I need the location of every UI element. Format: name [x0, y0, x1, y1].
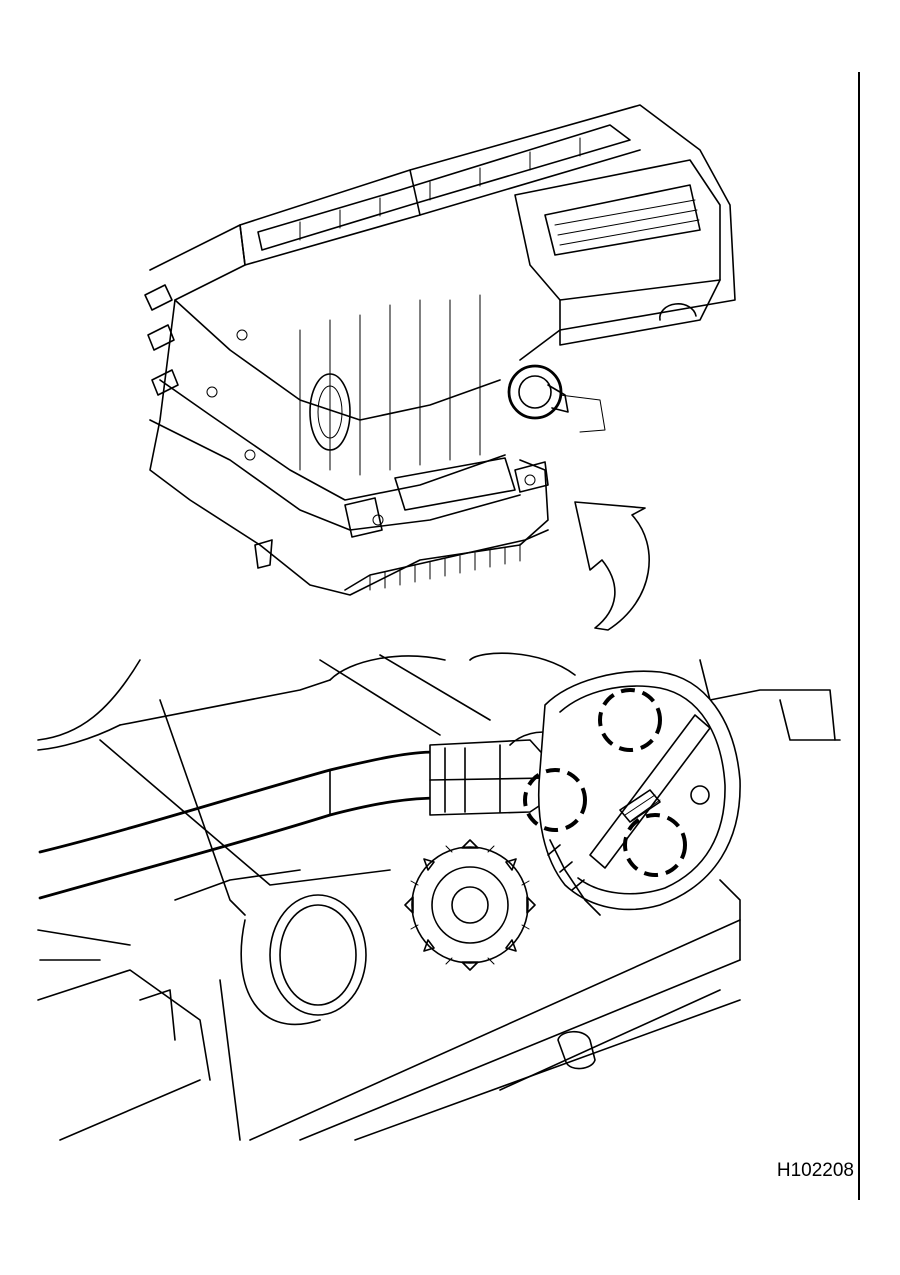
hvac-unit-assembly [144, 104, 736, 596]
installation-closeup [37, 652, 841, 1141]
gear-wheel [404, 839, 536, 971]
servo-motor [523, 670, 741, 916]
figure-code-label: H102208 [776, 1160, 854, 1181]
right-margin-rule [858, 72, 860, 1200]
rotation-arrow [574, 501, 650, 631]
